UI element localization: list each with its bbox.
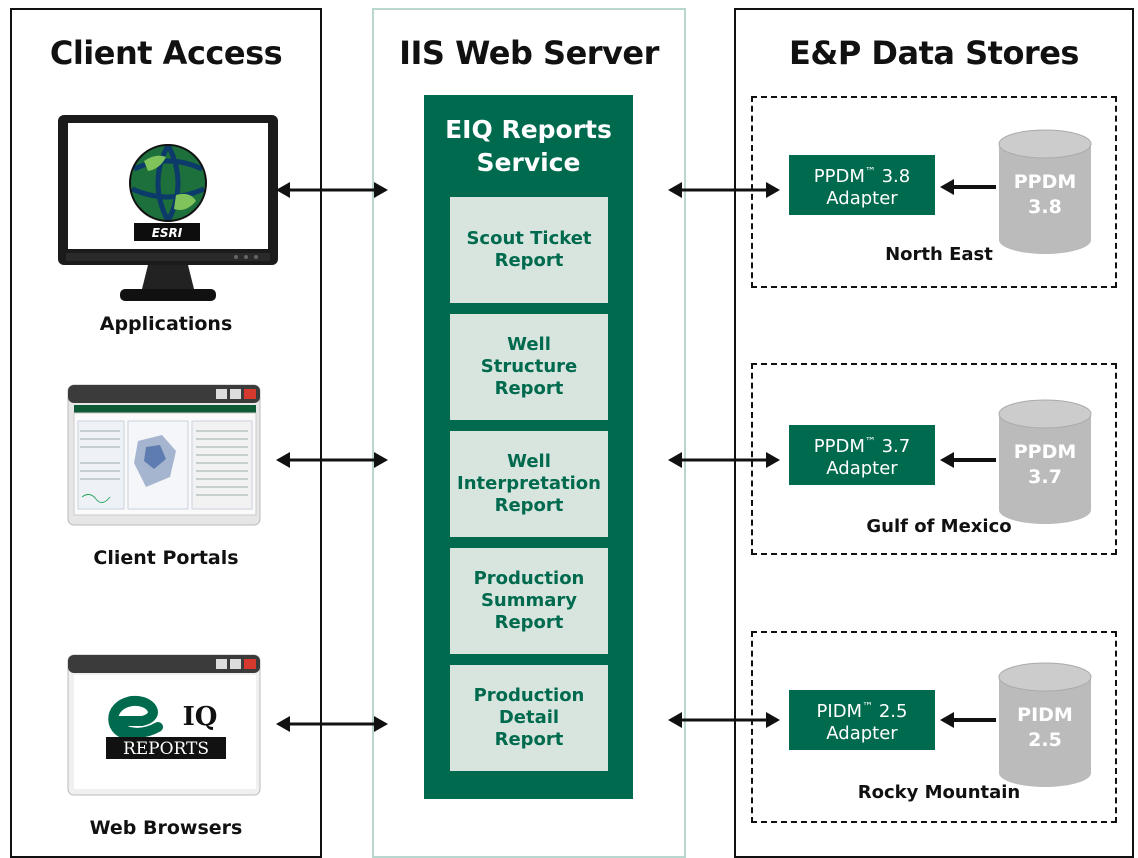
double-arrow bbox=[668, 182, 780, 198]
report-production-summary: Production Summary Report bbox=[450, 548, 608, 654]
database-pidm-25: PIDM 2.5 bbox=[998, 661, 1092, 789]
database-label: PIDM 2.5 bbox=[1017, 704, 1073, 751]
globe-icon bbox=[129, 143, 207, 223]
iis-web-server-title: IIS Web Server bbox=[399, 34, 659, 72]
portal-window-icon bbox=[67, 384, 261, 526]
region-north-east bbox=[751, 96, 1117, 288]
database-label: PPDM 3.8 bbox=[1013, 171, 1077, 218]
eiq-reports-logo: IQ REPORTS bbox=[106, 695, 226, 759]
report-production-detail: Production Detail Report bbox=[450, 665, 608, 771]
browser-window-icon: IQ REPORTS bbox=[67, 654, 261, 796]
web-browsers-label: Web Browsers bbox=[89, 817, 243, 839]
service-title: EIQ Reports Service bbox=[445, 115, 612, 177]
svg-text:REPORTS: REPORTS bbox=[123, 739, 209, 759]
left-arrow bbox=[940, 179, 996, 195]
database-ppdm-37: PPDM 3.7 bbox=[998, 398, 1092, 526]
report-scout-ticket: Scout Ticket Report bbox=[450, 197, 608, 303]
database-label: PPDM 3.7 bbox=[1013, 441, 1077, 488]
monitor-icon: ESRI bbox=[58, 115, 278, 301]
applications-label: Applications bbox=[99, 313, 233, 335]
region-label-rocky-mountain: Rocky Mountain bbox=[857, 782, 1021, 803]
svg-text:IQ: IQ bbox=[183, 702, 218, 732]
report-well-structure: Well Structure Report bbox=[450, 314, 608, 420]
adapter-pidm-25: PIDM™ 2.5 Adapter bbox=[789, 690, 935, 750]
double-arrow bbox=[276, 182, 388, 198]
report-well-interpretation: Well Interpretation Report bbox=[450, 431, 608, 537]
double-arrow bbox=[276, 716, 388, 732]
client-access-title: Client Access bbox=[49, 34, 283, 72]
database-icon bbox=[998, 399, 1092, 524]
eiq-reports-service: EIQ Reports Service Scout Ticket Report … bbox=[424, 95, 633, 799]
esri-logo: ESRI bbox=[152, 226, 183, 240]
double-arrow bbox=[668, 452, 780, 468]
data-stores-column: E&P Data Stores bbox=[734, 8, 1134, 858]
database-icon bbox=[998, 662, 1092, 787]
region-label-north-east: North East bbox=[885, 244, 993, 265]
double-arrow bbox=[668, 712, 780, 728]
data-stores-title: E&P Data Stores bbox=[789, 34, 1079, 72]
double-arrow bbox=[276, 452, 388, 468]
left-arrow bbox=[940, 712, 996, 728]
client-portals-label: Client Portals bbox=[93, 547, 239, 569]
database-icon bbox=[998, 129, 1092, 254]
adapter-ppdm-38: PPDM™ 3.8 Adapter bbox=[789, 155, 935, 215]
database-ppdm-38: PPDM 3.8 bbox=[998, 128, 1092, 256]
region-rocky-mountain bbox=[751, 631, 1117, 823]
left-arrow bbox=[940, 452, 996, 468]
adapter-ppdm-37: PPDM™ 3.7 Adapter bbox=[789, 425, 935, 485]
region-gulf-of-mexico bbox=[751, 363, 1117, 555]
region-label-gulf-of-mexico: Gulf of Mexico bbox=[866, 516, 1012, 537]
